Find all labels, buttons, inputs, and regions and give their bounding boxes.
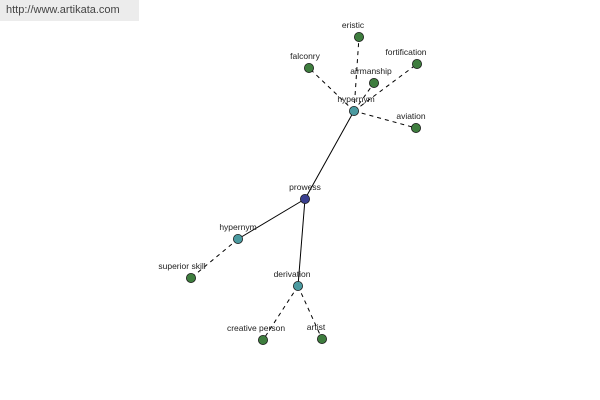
node-deriv[interactable] [292, 280, 303, 291]
edge-deriv-creative [262, 285, 299, 341]
node-label-fortification: fortification [385, 47, 426, 57]
node-aviation[interactable] [410, 123, 421, 134]
edge-hyp2-superior [190, 238, 239, 279]
edge-hyp1-aviation [353, 110, 417, 129]
node-superior[interactable] [185, 272, 196, 283]
node-artist[interactable] [316, 333, 327, 344]
edge-deriv-artist [297, 285, 323, 340]
node-label-aviation: aviation [396, 111, 426, 121]
node-eristic[interactable] [353, 32, 364, 43]
node-label-airmanship: airmanship [350, 66, 392, 76]
edge-hyp1-fortification [353, 63, 418, 112]
watermark-url: http://www.artikata.com [0, 0, 139, 21]
node-label-prowess: prowess [289, 182, 321, 192]
node-hyp1[interactable] [348, 106, 359, 117]
edge-hyp1-airmanship [353, 82, 375, 112]
node-label-creative: creative person [227, 323, 285, 333]
edge-prowess-hyp2 [237, 198, 306, 240]
node-fortification[interactable] [411, 59, 422, 70]
nodes-layer [185, 32, 422, 345]
node-label-artist: artist [307, 322, 326, 332]
labels-layer: prowess hypernym hypernym derivation eristic… [158, 20, 426, 333]
node-airmanship[interactable] [368, 78, 379, 89]
edge-prowess-hyp1 [304, 110, 355, 200]
node-label-eristic: eristic [342, 20, 365, 30]
node-falconry[interactable] [303, 63, 314, 74]
node-label-superior: superior skill [158, 261, 205, 271]
node-label-deriv: derivation [274, 269, 311, 279]
edges-layer [190, 36, 418, 341]
edge-prowess-deriv [297, 198, 306, 287]
node-creative[interactable] [257, 334, 268, 345]
node-label-hyp2: hypernym [219, 222, 256, 232]
node-label-hyp1: hypernym [337, 94, 374, 104]
node-label-falconry: falconry [290, 51, 321, 61]
node-hyp2[interactable] [232, 233, 243, 244]
node-prowess[interactable] [299, 193, 310, 204]
edge-hyp1-falconry [308, 67, 355, 112]
